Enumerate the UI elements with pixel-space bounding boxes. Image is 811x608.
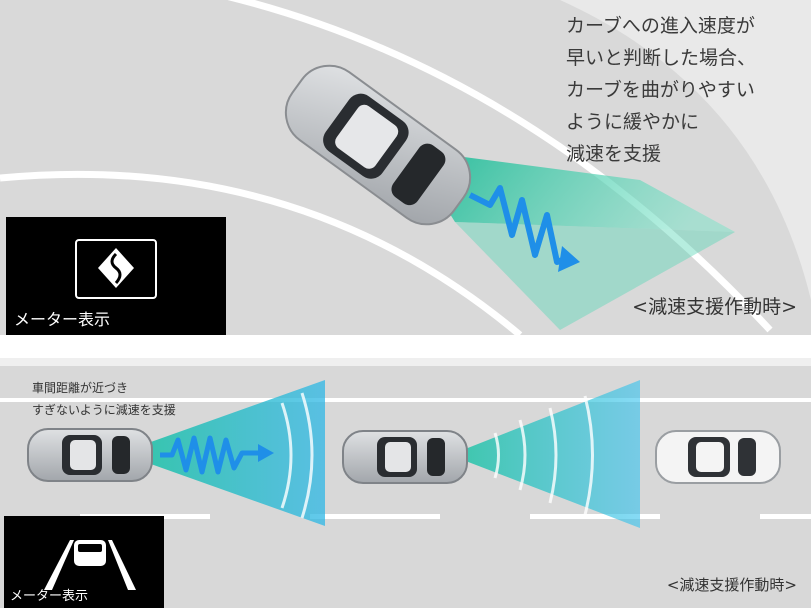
distance-assist-description: 車間距離が近づき すぎないように減速を支援 — [32, 377, 176, 421]
lane-dash — [760, 514, 811, 519]
road-shoulder — [560, 0, 811, 300]
lane-marking — [227, 0, 773, 333]
curve-scene — [0, 0, 811, 335]
radar-waves — [280, 392, 594, 519]
decel-wave — [160, 435, 262, 475]
status-caption: <減速支援作動時> — [666, 576, 797, 594]
distance-assist-panel: 車間距離が近づき すぎないように減速を支援 メーター表示 — [0, 358, 811, 608]
lane-dash — [310, 514, 440, 519]
lane-dash — [530, 514, 660, 519]
distance-scene — [0, 358, 811, 608]
description-line: すぎないように減速を支援 — [32, 403, 176, 417]
lane-marking — [0, 398, 811, 402]
decel-wave — [468, 185, 570, 265]
decel-arrowhead — [258, 444, 274, 462]
lead-vehicle — [655, 430, 781, 484]
description-line: 減速を支援 — [566, 143, 662, 165]
curve-assist-panel: カーブへの進入速度が 早いと判断した場合、 カーブを曲がりやすい ように緩やかに… — [0, 0, 811, 335]
description-line: 早いと判断した場合、 — [566, 47, 757, 69]
winding-road-warning-icon — [75, 239, 157, 299]
lane-marking — [0, 170, 523, 335]
description-line: カーブへの進入速度が — [566, 15, 755, 37]
sensor-cone — [410, 150, 735, 232]
status-caption: <減速支援作動時> — [632, 296, 797, 318]
description-line: 車間距離が近づき — [32, 381, 129, 395]
sensor-cone — [450, 380, 640, 528]
road-shoulder — [0, 358, 811, 366]
lead-car-lanes-icon — [44, 540, 136, 590]
meter-label: メーター表示 — [14, 310, 111, 329]
meter-label: メーター表示 — [10, 589, 89, 604]
description-line: カーブを曲がりやすい — [566, 79, 755, 101]
description-line: ように緩やかに — [566, 111, 700, 133]
own-vehicle — [284, 64, 472, 226]
own-vehicle — [27, 428, 153, 482]
curve-assist-description: カーブへの進入速度が 早いと判断した場合、 カーブを曲がりやすい ように緩やかに… — [566, 10, 756, 170]
decel-arrowhead — [558, 246, 580, 272]
sensor-cone-lower — [455, 222, 735, 330]
middle-vehicle — [342, 430, 468, 484]
